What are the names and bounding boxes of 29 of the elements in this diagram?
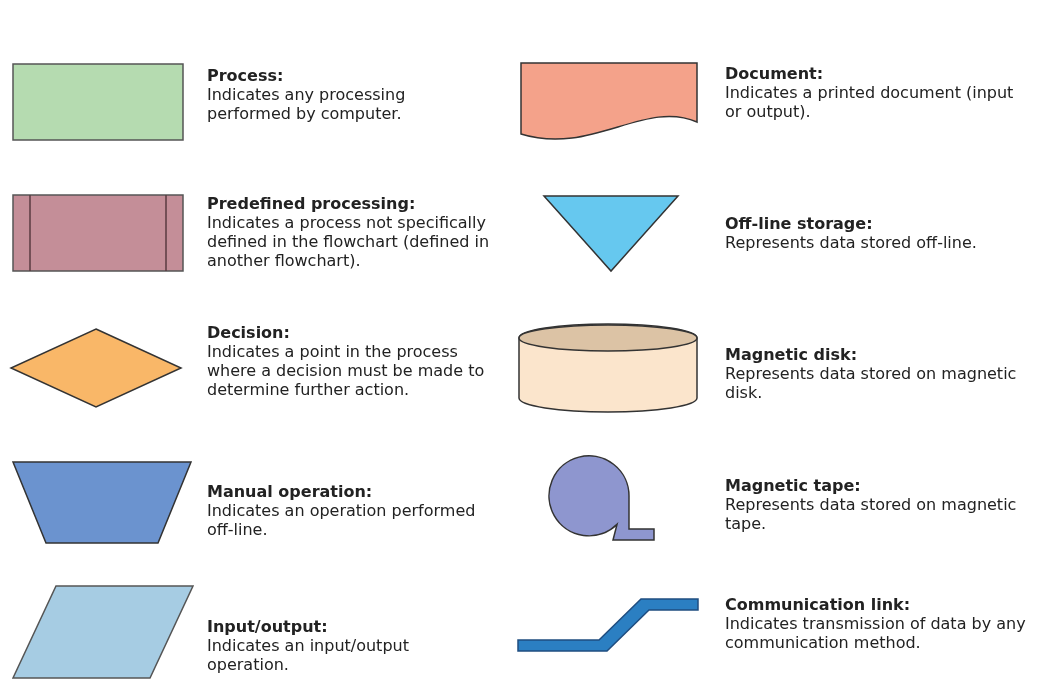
symbol-name: Magnetic tape: — [725, 476, 862, 495]
symbol-description: Indicates a process not specifically defined in the flowchart (defined in another flowchart). — [207, 213, 491, 270]
communication-link-symbol — [517, 598, 699, 652]
symbol-description: Represents data stored on magnetic disk. — [725, 364, 1018, 402]
symbol-description: Indicates any processing performed by computer. — [207, 85, 407, 123]
symbol-description: Indicates transmission of data by any communication method. — [725, 614, 1027, 652]
symbol-name: Predefined processing: — [207, 194, 417, 213]
symbol-description: Indicates an operation performed off-line. — [207, 501, 477, 539]
symbol-description: Indicates a printed document (input or output). — [725, 83, 1015, 121]
decision-diamond — [10, 328, 182, 408]
manual-operation-trapezoid — [12, 461, 192, 544]
symbol-description: Indicates an input/output operation. — [207, 636, 410, 674]
symbol-name: Manual operation: — [207, 482, 374, 501]
symbol-name: Magnetic disk: — [725, 345, 859, 364]
process-box — [12, 63, 184, 141]
symbol-name: Document: — [725, 64, 825, 83]
storage-triangle — [543, 195, 679, 272]
symbol-description: Indicates a point in the process where a decision must be made to determine further action. — [207, 342, 486, 399]
symbol-name: Communication link: — [725, 595, 912, 614]
predefined-process-box — [12, 194, 184, 272]
symbol-name: Process: — [207, 66, 285, 85]
symbol-name: Input/output: — [207, 617, 329, 636]
input-output-parallelogram — [12, 585, 194, 679]
tape-symbol — [548, 455, 656, 541]
disk-cylinder — [518, 324, 698, 412]
symbol-name: Off-line storage: — [725, 214, 874, 233]
symbol-description: Represents data stored on magnetic tape. — [725, 495, 1018, 533]
symbol-description: Represents data stored off-line. — [725, 233, 978, 252]
symbol-name: Decision: — [207, 323, 291, 342]
